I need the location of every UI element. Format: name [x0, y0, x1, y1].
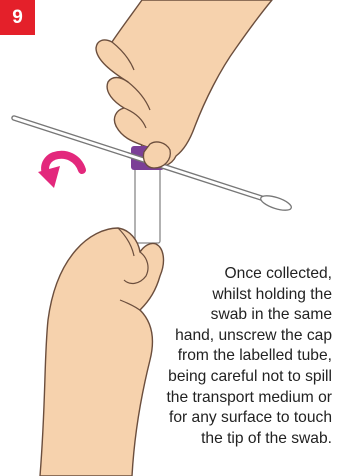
swab-tip	[259, 193, 293, 213]
upper-hand	[96, 0, 272, 167]
rotate-arrow-icon	[38, 155, 82, 188]
instruction-text: Once collected, whilst holding the swab …	[117, 264, 332, 449]
tube-body	[135, 168, 160, 243]
